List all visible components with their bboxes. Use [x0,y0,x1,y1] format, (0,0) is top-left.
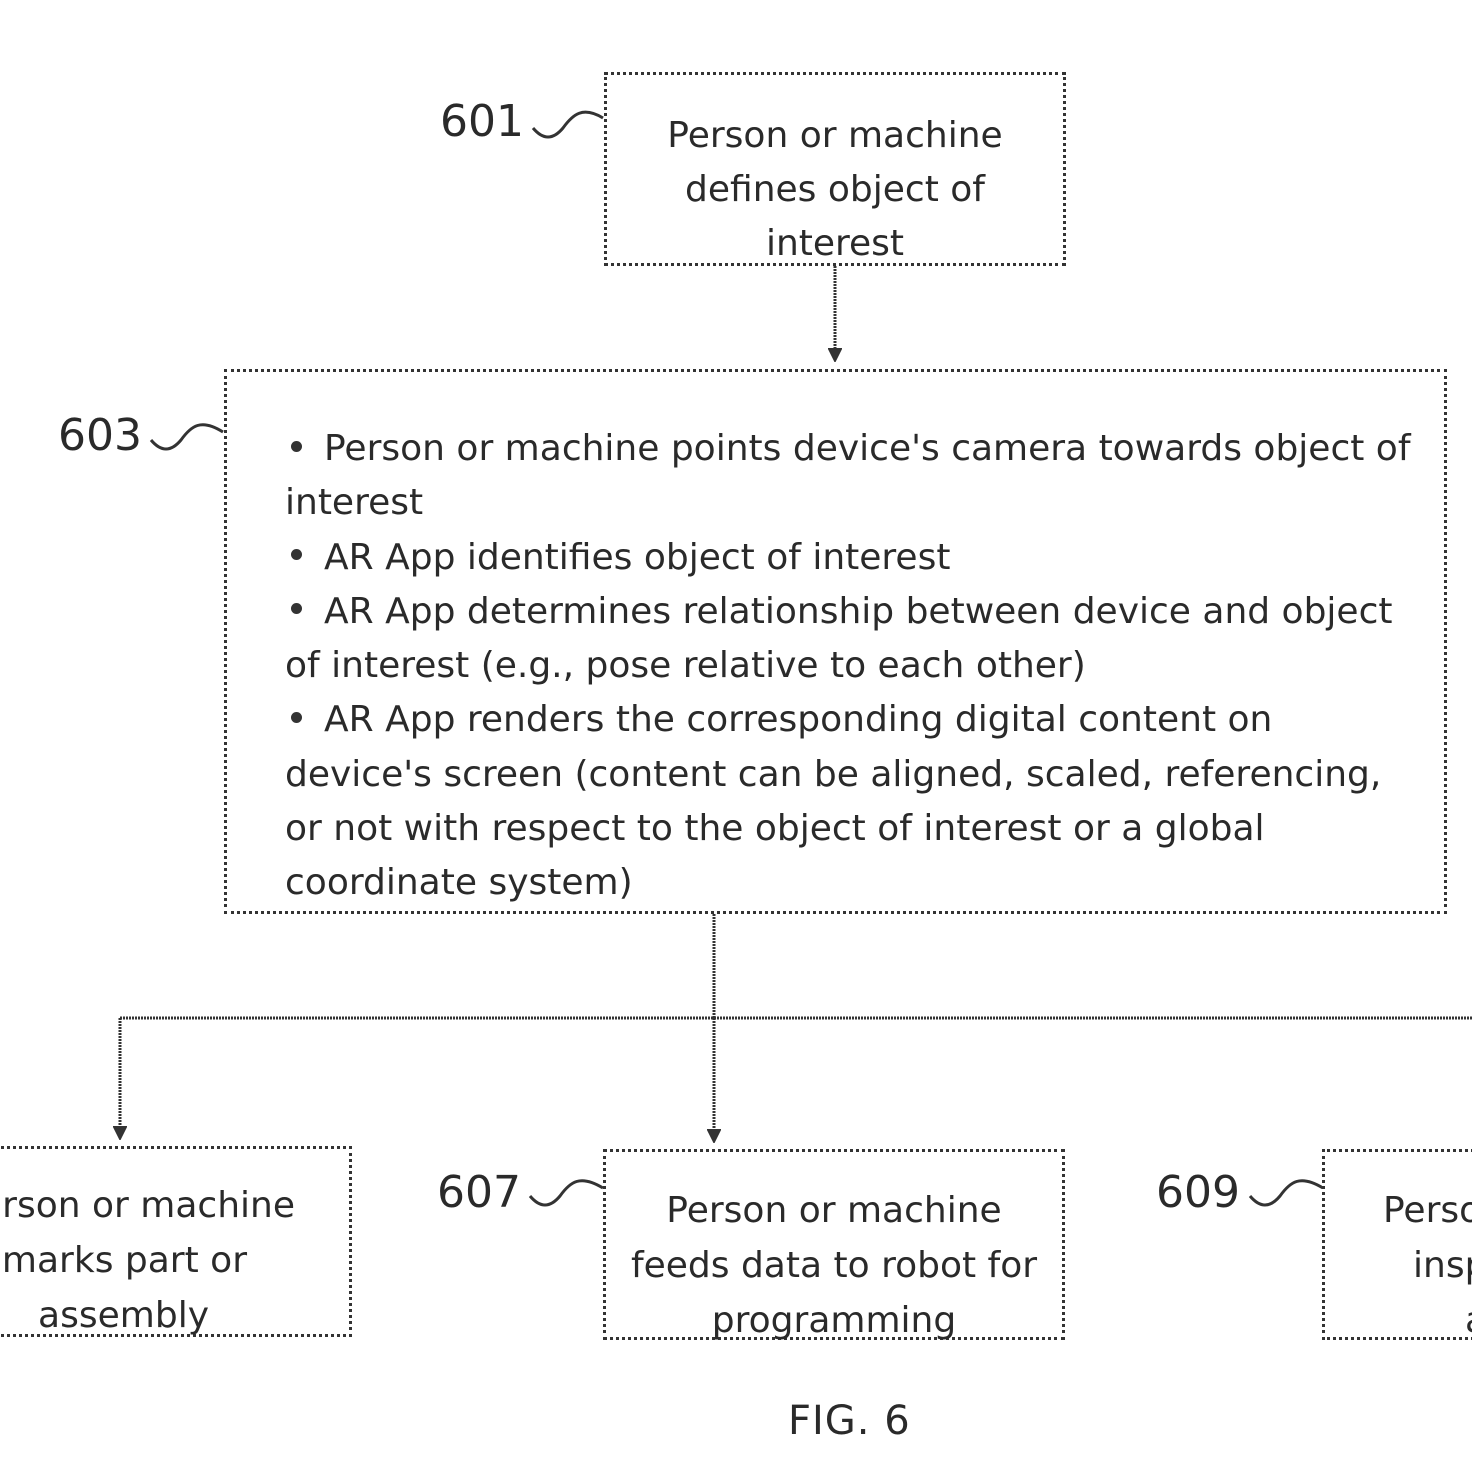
ref-leader-601 [531,110,604,139]
bullet-item: AR App renders the corresponding digital… [285,693,1425,910]
box-607-line-3: programming [711,1300,957,1341]
ref-label-601: 601 [440,96,524,147]
box-601-line-2: defines object of [685,169,985,210]
ref-leader-603 [149,423,224,451]
bullet-text: Person or machine points device's camera… [285,428,1411,524]
box-603: Person or machine points device's camera… [224,369,1447,914]
box-605-line-3: assembly [38,1295,209,1336]
ref-label-609: 609 [1156,1167,1240,1218]
box-607: Person or machine feeds data to robot fo… [603,1149,1065,1341]
bullet-item: Person or machine points device's camera… [285,422,1425,531]
bullet-dot-icon [291,711,302,723]
bullet-dot-icon [291,603,302,615]
ref-leader-609 [1248,1179,1324,1207]
bullet-text: AR App determines relationship between d… [285,590,1393,687]
box-609-line-3: a [1465,1294,1472,1348]
box-607-line-2: feeds data to robot for [630,1245,1038,1286]
box-605-line-1: rson or machine [2,1185,295,1226]
figure-label: FIG. 6 [788,1398,911,1444]
bullet-item: AR App determines relationship between d… [285,585,1425,694]
ref-label-603: 603 [58,410,142,461]
ref-label-607: 607 [437,1167,521,1218]
box-605-line-2: marks part or [1,1240,247,1281]
box-605: rson or machine marks part or assembly [0,1146,352,1337]
bullet-dot-icon [291,549,302,561]
box-601-line-3: interest [765,223,905,264]
bullet-dot-icon [291,440,302,452]
box-609-line-2: insp [1413,1245,1472,1286]
box-601: Person or machine defines object of inte… [604,72,1066,266]
box-609: Perso insp a [1322,1149,1472,1341]
box-603-bullet-list: Person or machine points device's camera… [285,422,1425,911]
box-607-line-1: Person or machine [666,1190,1002,1231]
bullet-text: AR App identifies object of interest [324,536,951,578]
bullet-item: AR App identifies object of interest [285,531,1425,585]
bullet-text: AR App renders the corresponding digital… [285,699,1382,904]
box-601-line-1: Person or machine [667,115,1003,156]
ref-leader-607 [528,1179,604,1207]
box-609-line-1: Perso [1383,1190,1472,1231]
